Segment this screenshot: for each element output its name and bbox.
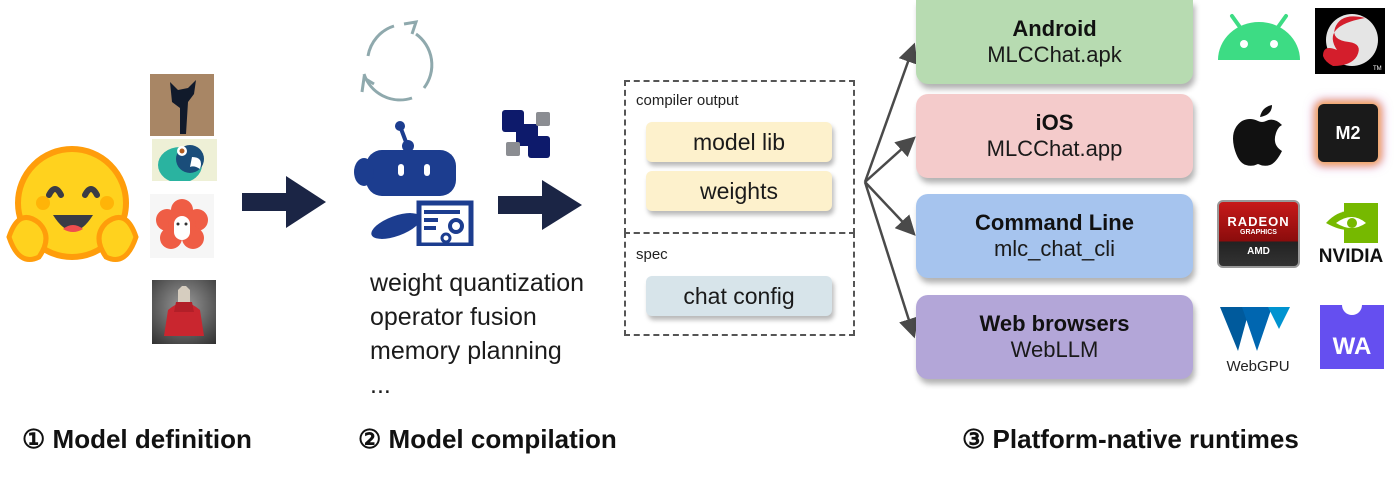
runtime-subtitle: WebLLM: [1010, 337, 1099, 362]
runtime-title: Command Line: [975, 210, 1134, 235]
optimization-item: memory planning: [370, 337, 562, 365]
stage-label: Model definition: [52, 424, 252, 454]
webgpu-logo: WebGPU: [1216, 307, 1300, 375]
stage-label: Model compilation: [388, 424, 617, 454]
runtime-web-browsers: Web browsers WebLLM: [916, 295, 1193, 379]
runtime-ios: iOS MLCChat.app: [916, 94, 1193, 178]
llama-silhouette-thumbnail: [150, 74, 214, 136]
optimization-item: operator fusion: [370, 303, 537, 331]
connector-web: [863, 181, 919, 339]
runtime-title: Android: [1012, 16, 1097, 41]
model-lib-box: model lib: [646, 122, 832, 162]
stage-caption-model-compilation: ② Model compilation: [358, 424, 617, 455]
nvidia-text: NVIDIA: [1318, 246, 1384, 267]
arrow-to-compilation: [242, 176, 328, 233]
radeon-text: RADEON: [1227, 214, 1290, 229]
m2-label: M2: [1335, 122, 1361, 143]
connector-android: [863, 42, 918, 183]
sheep-flower-thumbnail: [150, 194, 214, 258]
android-logo: [1216, 12, 1302, 64]
optimization-item: ...: [370, 371, 391, 399]
stage-number: ①: [22, 424, 46, 454]
alpaca-hoodie-thumbnail: [152, 280, 216, 344]
snapdragon-logo: TM: [1315, 8, 1385, 74]
connector-command-line: [864, 181, 916, 236]
runtime-android: Android MLCChat.apk: [916, 0, 1193, 84]
spec-label: spec: [636, 246, 668, 263]
stage-number: ③: [962, 424, 986, 454]
apple-logo: [1232, 103, 1284, 167]
robot-document-icon: [352, 118, 477, 248]
runtime-subtitle: MLCChat.app: [986, 136, 1123, 161]
stage-label: Platform-native runtimes: [992, 424, 1299, 454]
parrot-thumbnail: [152, 139, 217, 181]
optimization-list: weight quantization operator fusion memo…: [370, 266, 584, 402]
weights-box: weights: [646, 171, 832, 211]
runtime-command-line: Command Line mlc_chat_cli: [916, 194, 1193, 278]
chat-config-box: chat config: [646, 276, 832, 316]
runtime-subtitle: MLCChat.apk: [987, 42, 1122, 67]
webassembly-logo: WA: [1320, 305, 1384, 369]
runtime-title: iOS: [1035, 110, 1074, 135]
apple-m2-chip-logo: M2: [1318, 104, 1378, 162]
wa-text: WA: [1332, 333, 1372, 360]
graphics-text: GRAPHICS: [1240, 229, 1277, 236]
spec-box: [624, 232, 855, 336]
amd-text: AMD: [1247, 246, 1270, 257]
webgpu-text: WebGPU: [1226, 358, 1290, 375]
stage-caption-model-definition: ① Model definition: [22, 424, 252, 455]
arrow-to-compiler-output: [498, 180, 584, 235]
amd-radeon-logo: RADEON GRAPHICS AMD: [1217, 200, 1300, 268]
optimization-item: weight quantization: [370, 269, 585, 297]
tm-mark: TM: [1373, 66, 1382, 72]
runtime-connectors: [863, 42, 919, 339]
refresh-cycle-icon: [354, 20, 444, 106]
connector-ios: [864, 136, 916, 183]
stage-caption-runtimes: ③ Platform-native runtimes: [962, 424, 1299, 455]
compiler-output-label: compiler output: [636, 92, 739, 109]
tvm-blocks-logo: [502, 110, 552, 158]
hugging-face-emoji: [5, 145, 140, 265]
runtime-title: Web browsers: [979, 311, 1130, 336]
stage-number: ②: [358, 424, 382, 454]
nvidia-logo: NVIDIA: [1312, 203, 1390, 269]
runtime-subtitle: mlc_chat_cli: [993, 236, 1116, 261]
